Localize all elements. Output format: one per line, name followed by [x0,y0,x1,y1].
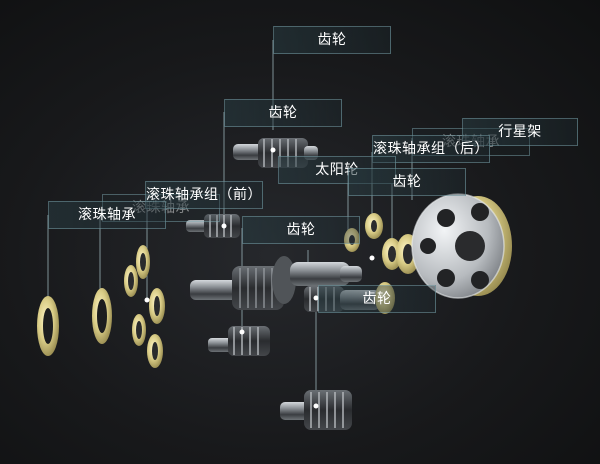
gear-lower-part [280,390,352,430]
main-shaft [190,256,362,310]
label-gear-center: 齿轮 [242,216,360,244]
bearing-rings-left [37,288,112,356]
label-gear-right: 齿轮 [348,168,466,196]
label-gear-top: 齿轮 [273,26,391,54]
label-planet-carrier: 行星架 [462,118,578,146]
label-gear-upper: 齿轮 [224,99,342,127]
bearing-group-front [124,245,165,368]
label-gear-lower: 齿轮 [318,285,436,313]
label-bearing-left: 滚珠轴承 [48,201,166,229]
gear-upper-part [186,214,240,238]
label-bearing-rear: 滚珠轴承组（后） [372,135,490,163]
planet-carrier-part [411,193,512,299]
gear-center-part [208,326,270,356]
